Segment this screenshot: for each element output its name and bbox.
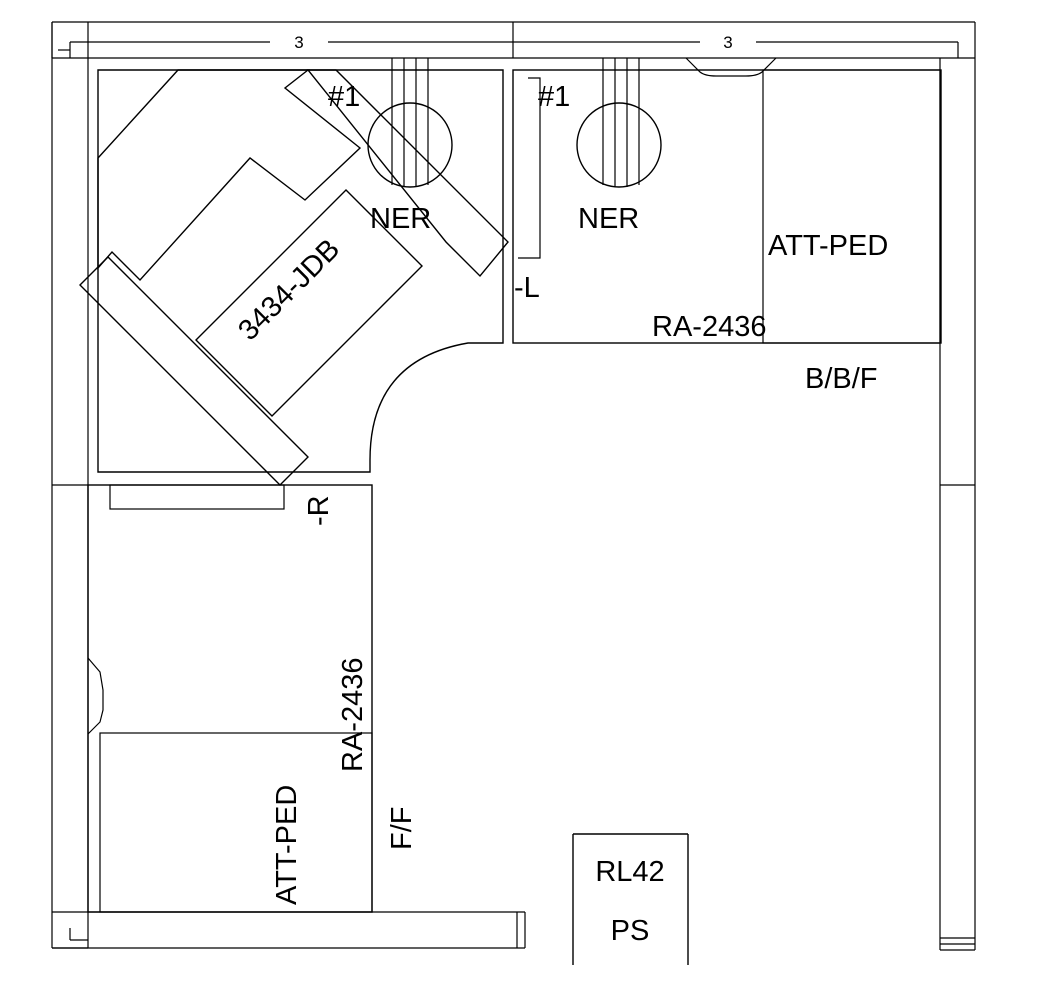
right-worksurface xyxy=(512,69,942,344)
dimension-label-right: 3 xyxy=(723,33,732,52)
cable-right xyxy=(602,58,640,187)
part-number-right: #1 xyxy=(538,81,570,113)
pencil-drawer xyxy=(109,484,285,510)
part-number-left: #1 xyxy=(328,81,360,113)
ner-label-right: NER xyxy=(578,203,639,235)
pedestal-top-right xyxy=(762,69,941,344)
panel-notch-left xyxy=(87,657,104,735)
corner-desk-label: 3434-JDB xyxy=(232,233,346,347)
ra-left-label: RA-2436 xyxy=(337,658,369,772)
chair-outline-diagonal xyxy=(79,256,309,486)
rl42-label: RL42 xyxy=(595,856,664,888)
left-panel xyxy=(51,22,89,949)
ra-top-label: RA-2436 xyxy=(652,311,766,343)
left-lower-worksurface xyxy=(87,484,373,913)
suffix-l-label: -L xyxy=(514,272,540,304)
desk-return-diagonal xyxy=(195,189,423,417)
att-ped-left-label: ATT-PED xyxy=(271,785,303,905)
ner-label-left: NER xyxy=(370,203,431,235)
suffix-r-label: -R xyxy=(303,495,335,526)
ps-label: PS xyxy=(611,915,650,947)
dimension-label-left: 3 xyxy=(294,33,303,52)
pedestal-bottom-left xyxy=(99,732,373,913)
top-panel xyxy=(51,21,976,59)
monitor-circle-left xyxy=(367,102,453,188)
right-panel xyxy=(939,58,976,951)
rl42-unit xyxy=(572,833,689,965)
att-ped-top-label: ATT-PED xyxy=(768,230,888,262)
bbf-label: B/B/F xyxy=(805,363,878,395)
bottom-panel xyxy=(52,911,526,949)
monitor-circle-right xyxy=(576,102,662,188)
corner-worksurface xyxy=(97,69,504,473)
panel-notch-top xyxy=(685,57,777,77)
keyboard-arm-diagonal xyxy=(306,69,509,278)
cable-left xyxy=(391,58,429,187)
ff-label: F/F xyxy=(386,807,418,851)
bracket-l xyxy=(518,77,541,259)
